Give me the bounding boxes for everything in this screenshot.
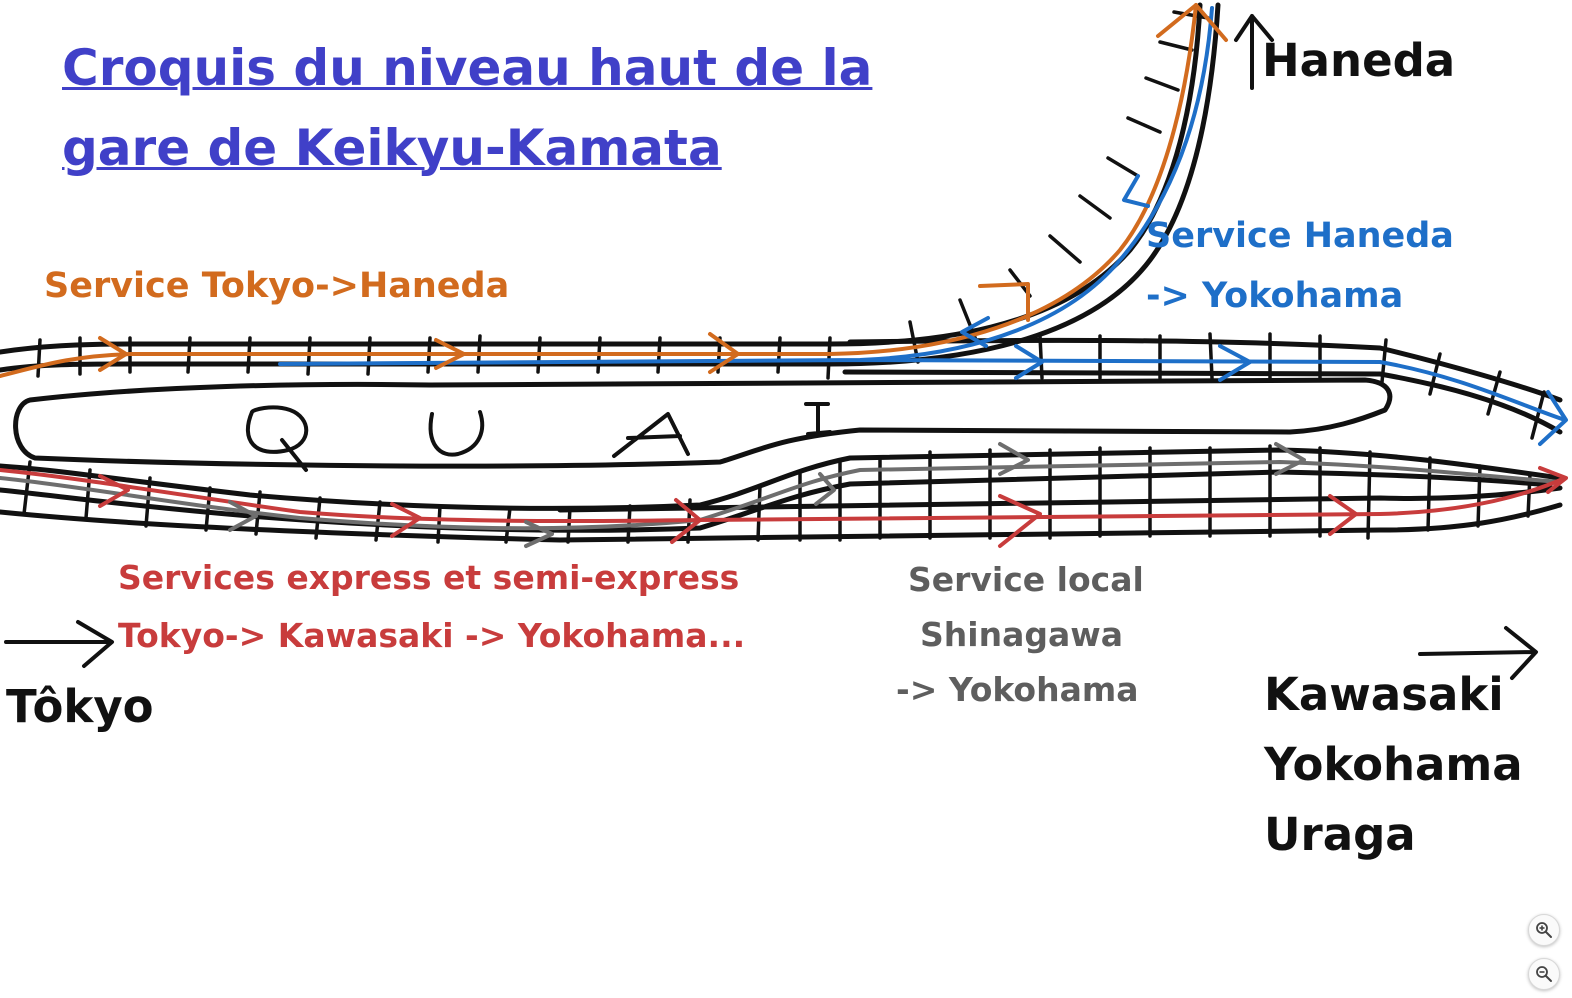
route-blue: [278, 6, 1567, 422]
arrow-blue: [1122, 174, 1150, 208]
service-label-express-line1: Services express et semi-express: [118, 558, 740, 597]
arrow-red: [1328, 494, 1358, 536]
upper-track-rail-d: [842, 369, 1563, 435]
arrow-orange: [434, 338, 466, 370]
service-label-local-line2: Shinagawa: [920, 615, 1123, 654]
arrow-orange: [98, 336, 128, 372]
arrow-haneda: [1234, 14, 1274, 90]
arrow-red: [670, 498, 702, 544]
destination-yokohama: Yokohama: [1264, 738, 1523, 791]
route-red: [0, 468, 1567, 524]
arrow-south: [1418, 626, 1538, 680]
service-label-tokyo-haneda: Service Tokyo->Haneda: [44, 266, 510, 306]
arrow-gray: [998, 442, 1030, 476]
platform-label: QUAI: [245, 402, 832, 472]
lower-track-rail-d: [0, 502, 1563, 543]
arrow-gray: [524, 520, 554, 548]
upper-track-rail-b: [0, 2, 1221, 373]
service-label-local-line3: -> Yokohama: [896, 670, 1139, 709]
arrow-orange: [1156, 3, 1228, 42]
route-gray: [0, 460, 1562, 531]
zoom-out-icon: [1536, 966, 1552, 982]
arrow-gray: [814, 472, 836, 506]
destination-haneda: Haneda: [1262, 34, 1456, 87]
arrow-gray: [1274, 442, 1306, 476]
title-line-2: gare de Keikyu-Kamata: [62, 119, 722, 177]
arrow-tokyo: [4, 620, 114, 668]
arrow-red: [1538, 466, 1568, 494]
destination-uraga: Uraga: [1264, 808, 1416, 861]
zoom-out-button[interactable]: [1528, 958, 1560, 990]
service-label-local-line1: Service local: [908, 560, 1144, 599]
arrow-gray: [228, 500, 258, 532]
arrow-orange: [978, 282, 1030, 322]
arrow-red: [998, 494, 1042, 548]
arrow-blue: [1014, 344, 1044, 380]
arrow-blue: [960, 316, 990, 348]
service-label-haneda-yokohama-line1: Service Haneda: [1146, 216, 1454, 256]
upper-track-rail-c: [847, 337, 1563, 403]
arrow-blue: [1538, 390, 1568, 446]
arrow-orange: [708, 332, 740, 374]
service-label-haneda-yokohama-line2: -> Yokohama: [1146, 276, 1404, 316]
zoom-in-button[interactable]: [1528, 914, 1560, 946]
page-title: Croquis du niveau haut de la gare de Kei…: [62, 28, 872, 188]
arrow-blue: [1218, 344, 1252, 382]
service-label-express-line2: Tokyo-> Kawasaki -> Yokohama...: [118, 616, 746, 655]
destination-kawasaki: Kawasaki: [1264, 668, 1504, 721]
platform-outline: [13, 377, 1393, 469]
arrow-red: [390, 502, 422, 538]
zoom-in-icon: [1536, 922, 1552, 938]
destination-tokyo: Tôkyo: [6, 680, 154, 733]
lower-track-rail-c: [557, 485, 1563, 513]
title-line-1: Croquis du niveau haut de la: [62, 39, 873, 97]
arrow-red: [98, 474, 130, 508]
